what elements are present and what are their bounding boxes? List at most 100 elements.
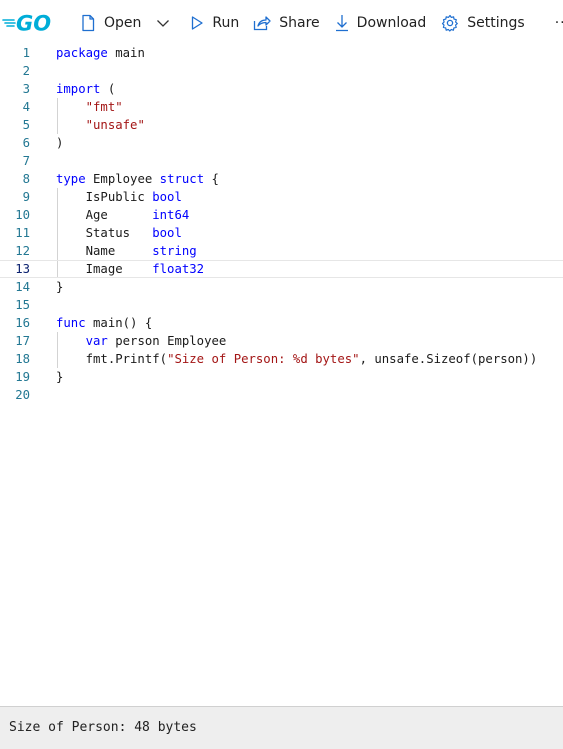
more-icon: ··· xyxy=(554,15,563,31)
chevron-down-icon xyxy=(157,20,170,27)
code-token: string xyxy=(152,244,197,258)
line-content: "unsafe" xyxy=(56,116,145,134)
code-token: ) xyxy=(56,136,64,150)
line-number: 1 xyxy=(22,46,30,60)
code-line[interactable]: 19} xyxy=(0,368,563,386)
share-icon xyxy=(254,16,271,31)
run-button[interactable]: Run xyxy=(190,0,239,46)
code-token: } xyxy=(56,280,64,294)
line-number: 3 xyxy=(22,82,30,96)
output-panel: Size of Person: 48 bytes xyxy=(0,706,563,749)
line-content: Name string xyxy=(56,242,197,260)
line-content: } xyxy=(56,278,63,296)
line-content: var person Employee xyxy=(56,332,227,350)
code-line[interactable]: 12 Name string xyxy=(0,242,563,260)
code-line[interactable]: 9 IsPublic bool xyxy=(0,188,563,206)
share-button[interactable]: Share xyxy=(253,0,320,46)
code-token: IsPublic xyxy=(56,190,153,204)
code-token: Employee xyxy=(85,172,160,186)
code-token: package xyxy=(56,46,108,60)
code-token: import xyxy=(56,82,101,96)
code-token: Image xyxy=(56,262,153,276)
line-content: ) xyxy=(56,134,63,152)
line-number: 13 xyxy=(15,262,30,276)
toolbar: GO Open Run Share xyxy=(0,0,563,46)
code-line[interactable]: 4 "fmt" xyxy=(0,98,563,116)
indent-guide-imports xyxy=(57,98,58,134)
code-token xyxy=(56,334,86,348)
settings-label: Settings xyxy=(467,15,525,31)
gear-icon xyxy=(442,14,459,32)
code-token: func xyxy=(56,316,86,330)
open-dropdown-button[interactable] xyxy=(155,0,171,46)
code-line[interactable]: 10 Age int64 xyxy=(0,206,563,224)
line-content: Status bool xyxy=(56,224,182,242)
code-line[interactable]: 6) xyxy=(0,134,563,152)
line-content: func main() { xyxy=(56,314,152,332)
line-number: 20 xyxy=(15,388,30,402)
line-content: import ( xyxy=(56,80,115,98)
line-number: 19 xyxy=(15,370,30,384)
more-button[interactable]: ··· xyxy=(555,0,563,46)
line-content: Age int64 xyxy=(56,206,190,224)
open-button[interactable]: Open xyxy=(80,0,141,46)
line-number: 2 xyxy=(22,64,30,78)
code-token: Age xyxy=(56,208,153,222)
code-line[interactable]: 13 Image float32 xyxy=(0,260,563,278)
code-line[interactable]: 5 "unsafe" xyxy=(0,116,563,134)
line-number: 14 xyxy=(15,280,30,294)
line-number: 4 xyxy=(22,100,30,114)
code-token: main() { xyxy=(85,316,153,330)
go-logo[interactable]: GO xyxy=(2,0,62,46)
code-token: struct xyxy=(159,172,205,186)
share-label: Share xyxy=(279,15,320,31)
output-text: Size of Person: 48 bytes xyxy=(9,720,197,735)
code-token: ( xyxy=(100,82,116,96)
code-token: , unsafe.Sizeof(person)) xyxy=(359,352,538,366)
line-number: 12 xyxy=(15,244,30,258)
code-token: Name xyxy=(56,244,153,258)
line-content: IsPublic bool xyxy=(56,188,182,206)
code-line[interactable]: 14} xyxy=(0,278,563,296)
file-icon xyxy=(82,14,95,32)
download-icon xyxy=(335,15,348,32)
line-content: "fmt" xyxy=(56,98,123,116)
code-token: var xyxy=(85,334,108,348)
code-line[interactable]: 15 xyxy=(0,296,563,314)
code-line[interactable]: 7 xyxy=(0,152,563,170)
settings-button[interactable]: Settings xyxy=(441,0,525,46)
code-token xyxy=(56,118,86,132)
open-label: Open xyxy=(104,15,142,31)
code-token xyxy=(56,100,86,114)
download-button[interactable]: Download xyxy=(335,0,426,46)
code-line[interactable]: 3 import ( xyxy=(0,80,563,98)
line-content: } xyxy=(56,368,63,386)
line-number: 11 xyxy=(15,226,30,240)
code-line[interactable]: 11 Status bool xyxy=(0,224,563,242)
code-token: fmt.Printf( xyxy=(56,352,168,366)
line-number: 10 xyxy=(15,208,30,222)
line-number: 16 xyxy=(15,316,30,330)
code-token: type xyxy=(56,172,86,186)
code-line[interactable]: 18 fmt.Printf("Size of Person: %d bytes"… xyxy=(0,350,563,368)
line-number: 5 xyxy=(22,118,30,132)
code-token: int64 xyxy=(152,208,190,222)
line-number: 15 xyxy=(15,298,30,312)
code-token: bool xyxy=(152,190,182,204)
go-logo-icon: GO xyxy=(2,12,51,34)
line-number: 9 xyxy=(22,190,30,204)
code-line[interactable]: 16 func main() { xyxy=(0,314,563,332)
code-line[interactable]: 20 xyxy=(0,386,563,404)
code-token: } xyxy=(56,370,64,384)
line-number: 17 xyxy=(15,334,30,348)
line-content: type Employee struct { xyxy=(56,170,219,188)
line-content: Image float32 xyxy=(56,260,204,278)
line-number: 7 xyxy=(22,154,30,168)
line-content: fmt.Printf("Size of Person: %d bytes", u… xyxy=(56,350,538,368)
code-line[interactable]: 17 var person Employee xyxy=(0,332,563,350)
code-line[interactable]: 2 xyxy=(0,62,563,80)
